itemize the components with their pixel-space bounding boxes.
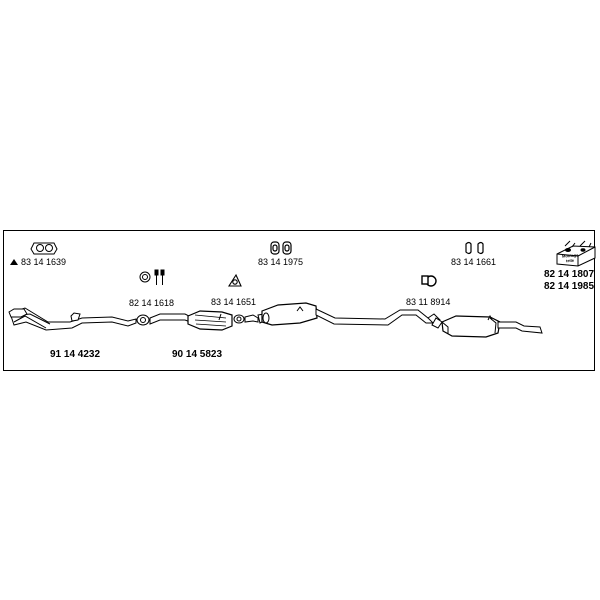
gasket-front-icon [30,242,58,255]
warning-triangle-icon [10,259,18,265]
catalyst-shape [187,310,233,331]
gasket-cat-icon [227,273,242,287]
label-gasket-cat: 83 14 1651 [211,297,257,307]
rear-muffler-shape [441,315,501,338]
label-rubber-mount-mid: 83 14 1975 [258,257,304,267]
box-text-line2: teile [565,257,575,264]
label-catalyst: 90 14 5823 [172,349,223,360]
rubber-mount-mid-icon [270,241,292,255]
mounting-parts-box-icon [556,240,596,267]
label-clamp: 83 11 8914 [406,297,451,307]
bolt-set-icon [139,269,165,285]
rubber-mount-rear-icon [465,241,484,255]
label-rubber-mount-rear: 83 14 1661 [451,257,497,267]
label-bolt-set: 82 14 1618 [129,298,175,308]
label-gasket-front: 83 14 1639 [21,257,67,267]
middle-muffler-shape [261,302,318,326]
label-mounting-kit-2: 82 14 1985 [544,281,595,292]
label-mounting-kit-1: 82 14 1807 [544,269,595,280]
exhaust-system [8,302,543,338]
diagram-frame [3,230,595,371]
label-front-pipe: 91 14 4232 [50,349,101,360]
clamp-icon [421,275,437,287]
front-pipe-shape [9,307,137,331]
